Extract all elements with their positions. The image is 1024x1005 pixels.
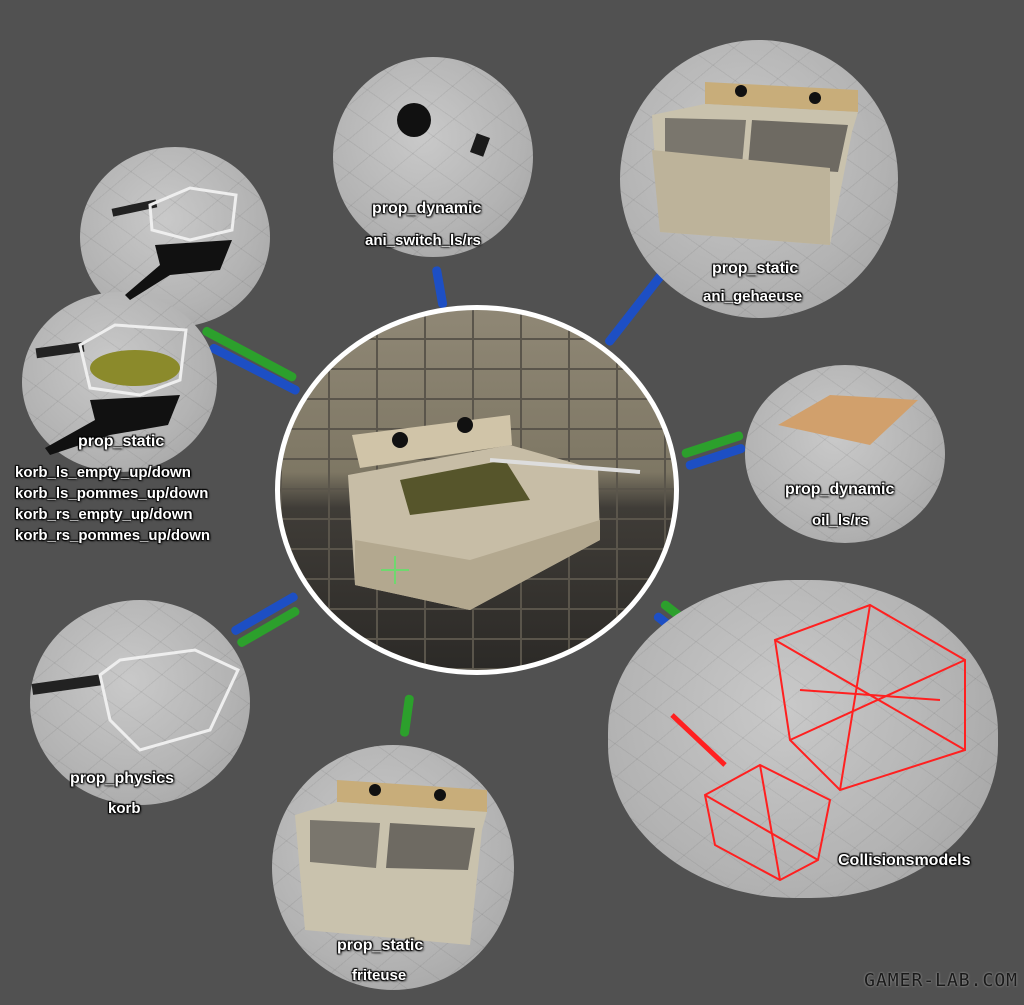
bubble-collision <box>608 580 998 898</box>
baskets-title: prop_static <box>78 433 165 450</box>
basket-top-icon <box>111 186 238 300</box>
switch-icon <box>470 133 490 157</box>
center-fryer-icon <box>348 415 641 610</box>
watermark-logo: GAMER-LAB.COM <box>864 970 1018 991</box>
oil-sheet-icon <box>778 395 918 445</box>
oil-title: prop_dynamic <box>785 481 895 498</box>
physics-subtitle: korb <box>108 800 141 817</box>
collision-wireframe-icon <box>670 603 966 882</box>
switch-subtitle: ani_switch_ls/rs <box>365 232 481 249</box>
bubble-physics <box>30 600 250 805</box>
fryer-subtitle: friteuse <box>352 967 407 984</box>
baskets-subtitle-4: korb_rs_pommes_up/down <box>15 527 211 544</box>
bubble-oil <box>745 365 945 543</box>
oil-subtitle: oil_ls/rs <box>812 512 869 529</box>
baskets-subtitle-1: korb_ls_empty_up/down <box>15 464 191 481</box>
switch-title: prop_dynamic <box>372 200 482 217</box>
baskets-subtitle-2: korb_ls_pommes_up/down <box>15 485 209 502</box>
bubble-switch <box>333 57 533 257</box>
housing-fryer-icon <box>652 82 858 245</box>
housing-subtitle: ani_gehaeuse <box>703 288 803 305</box>
fryer-title: prop_static <box>337 937 424 954</box>
baskets-subtitle-3: korb_rs_empty_up/down <box>15 506 193 523</box>
knob-icon <box>397 103 431 137</box>
fryer-bottom-icon <box>295 780 487 945</box>
physics-title: prop_physics <box>70 770 175 787</box>
basket-physics-icon <box>31 648 240 752</box>
collision-title: Collisionsmodels <box>838 852 971 869</box>
housing-title: prop_static <box>712 260 799 277</box>
basket-fries-icon <box>35 323 188 455</box>
